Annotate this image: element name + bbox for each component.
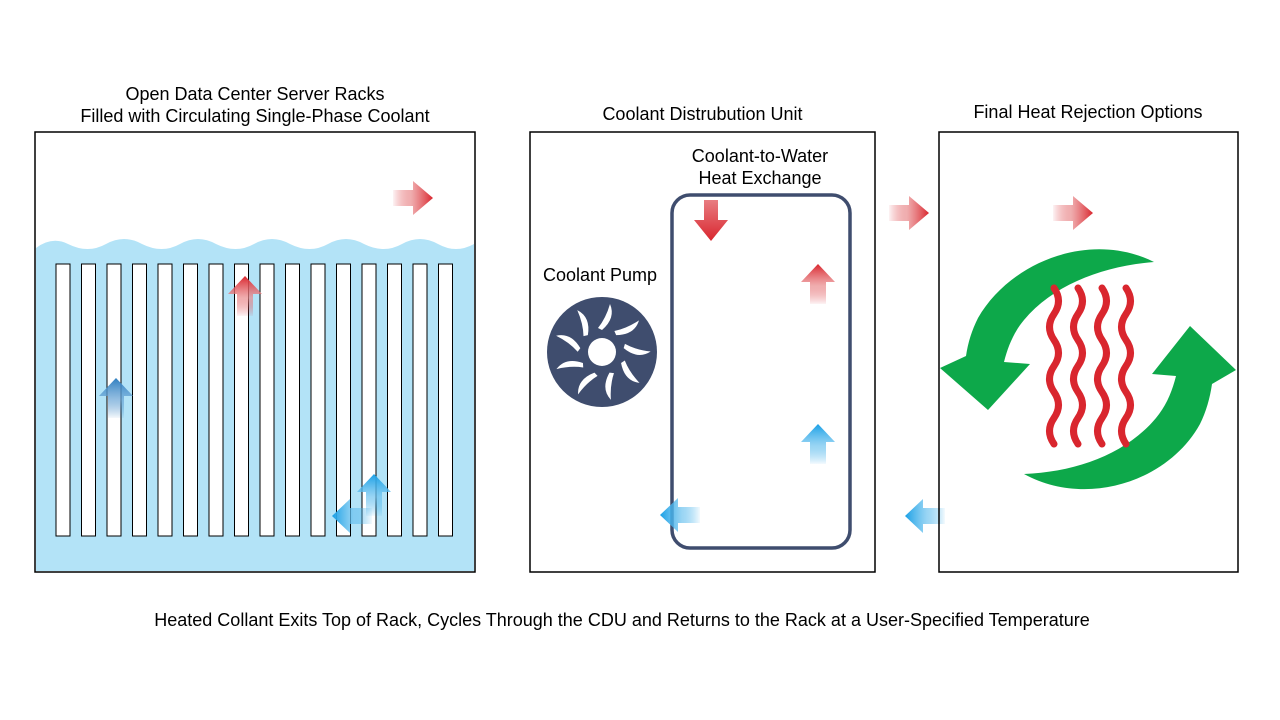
cdu-title: Coolant Distrubution Unit (602, 104, 803, 124)
flow-arrow-icon (332, 499, 372, 533)
caption: Heated Collant Exits Top of Rack, Cycles… (154, 610, 1090, 630)
server-rack (234, 263, 249, 537)
flow-arrow-icon (660, 498, 700, 532)
server-rack (208, 263, 224, 537)
heat-wave (1046, 284, 1062, 448)
flow-arrow-icon (905, 499, 945, 533)
heat-wave (1070, 284, 1086, 448)
racks-panel (34, 131, 476, 573)
flow-arrow-icon (357, 474, 391, 516)
heat-wave (1094, 284, 1110, 448)
rejection-frame (938, 131, 1239, 573)
server-racks (55, 263, 453, 537)
exchanger-label-line2: Heat Exchange (698, 168, 822, 188)
flow-arrow-icon (393, 181, 433, 215)
fan-icon (547, 297, 657, 407)
heat-exchanger (670, 193, 852, 550)
server-rack (132, 263, 147, 537)
heat-wave (1118, 284, 1134, 448)
server-rack (438, 263, 453, 537)
server-rack (55, 263, 71, 537)
server-rack (412, 263, 428, 537)
heat-waves-icon (1046, 284, 1134, 448)
racks-title-line2: Filled with Circulating Single-Phase Coo… (80, 106, 430, 126)
recycle-arrows-icon (940, 249, 1236, 490)
flow-arrow-icon (1053, 196, 1093, 230)
racks-title-line1: Open Data Center Server Racks (125, 84, 385, 104)
server-rack (285, 263, 300, 537)
flow-arrow-icon (228, 276, 262, 316)
rejection-title: Final Heat Rejection Options (973, 102, 1203, 122)
pump-label: Coolant Pump (542, 265, 658, 285)
flow-arrow-icon (801, 264, 835, 304)
rejection-panel (938, 131, 1239, 573)
server-rack (336, 263, 351, 537)
server-rack (259, 263, 275, 537)
exchanger-label-line1: Coolant-to-Water (691, 146, 829, 166)
flow-arrow-icon (889, 196, 929, 230)
server-rack (387, 263, 402, 537)
server-rack (361, 263, 377, 537)
server-rack (310, 263, 326, 537)
racks-title: Open Data Center Server Racks Filled wit… (35, 83, 475, 127)
flow-arrow-icon (99, 378, 133, 418)
racks-frame (34, 131, 476, 573)
cdu-frame (529, 131, 876, 573)
cdu-panel (529, 131, 876, 573)
exchanger-label: Coolant-to-Water Heat Exchange (660, 145, 860, 189)
server-rack (81, 263, 96, 537)
flow-arrow-icon (801, 424, 835, 464)
flow-arrow-icon (694, 200, 728, 241)
server-rack (157, 263, 173, 537)
server-rack (183, 263, 198, 537)
